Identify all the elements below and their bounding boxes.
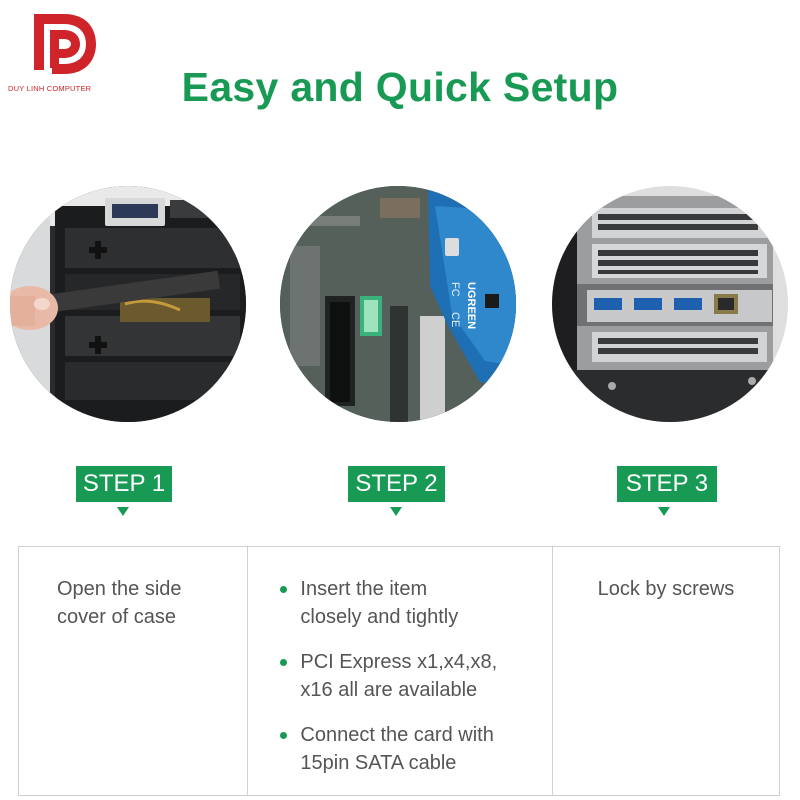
list-item: PCI Express x1,x4,x8, x16 all are availa… <box>278 648 551 704</box>
step-1-description: Open the side cover of case <box>19 547 249 795</box>
duylinh-logo-icon <box>34 14 96 74</box>
step-2-badge: STEP 2 <box>348 466 445 502</box>
step-3-arrow-icon <box>658 507 670 516</box>
card-brand: UGREEN <box>465 282 477 329</box>
steps-description-table: Open the side cover of case Insert the i… <box>18 546 780 796</box>
step3-photo <box>552 186 788 422</box>
card-fcc-mark: FC <box>449 282 461 297</box>
page-title: Easy and Quick Setup <box>181 64 619 110</box>
list-item: Insert the item closely and tightly <box>278 575 551 631</box>
step-1-text-line: cover of case <box>57 606 176 628</box>
step-2-description: Insert the item closely and tightly PCI … <box>248 547 553 795</box>
step-1-text-line: Open the side <box>57 578 182 600</box>
step-2-arrow-icon <box>390 507 402 516</box>
step1-photo <box>10 186 246 422</box>
brand-logo: DUY LINH COMPUTER <box>8 8 120 93</box>
list-item: Connect the card with 15pin SATA cable <box>278 721 551 777</box>
step-1-badge: STEP 1 <box>76 466 172 502</box>
step-3-description: Lock by screws <box>553 547 779 795</box>
step-2-bullet-list: Insert the item closely and tightly PCI … <box>248 547 551 777</box>
step-1-arrow-icon <box>117 507 129 516</box>
bullet-dot-icon <box>280 659 288 666</box>
card-ce-mark: CE <box>449 312 461 327</box>
bullet-dot-icon <box>280 732 288 739</box>
bullet-dot-icon <box>280 586 288 593</box>
step2-photo: UGREEN FC CE <box>280 186 516 422</box>
step-3-badge: STEP 3 <box>617 466 717 502</box>
brand-name: DUY LINH COMPUTER <box>8 84 92 93</box>
step-3-text-line: Lock by screws <box>597 578 735 600</box>
